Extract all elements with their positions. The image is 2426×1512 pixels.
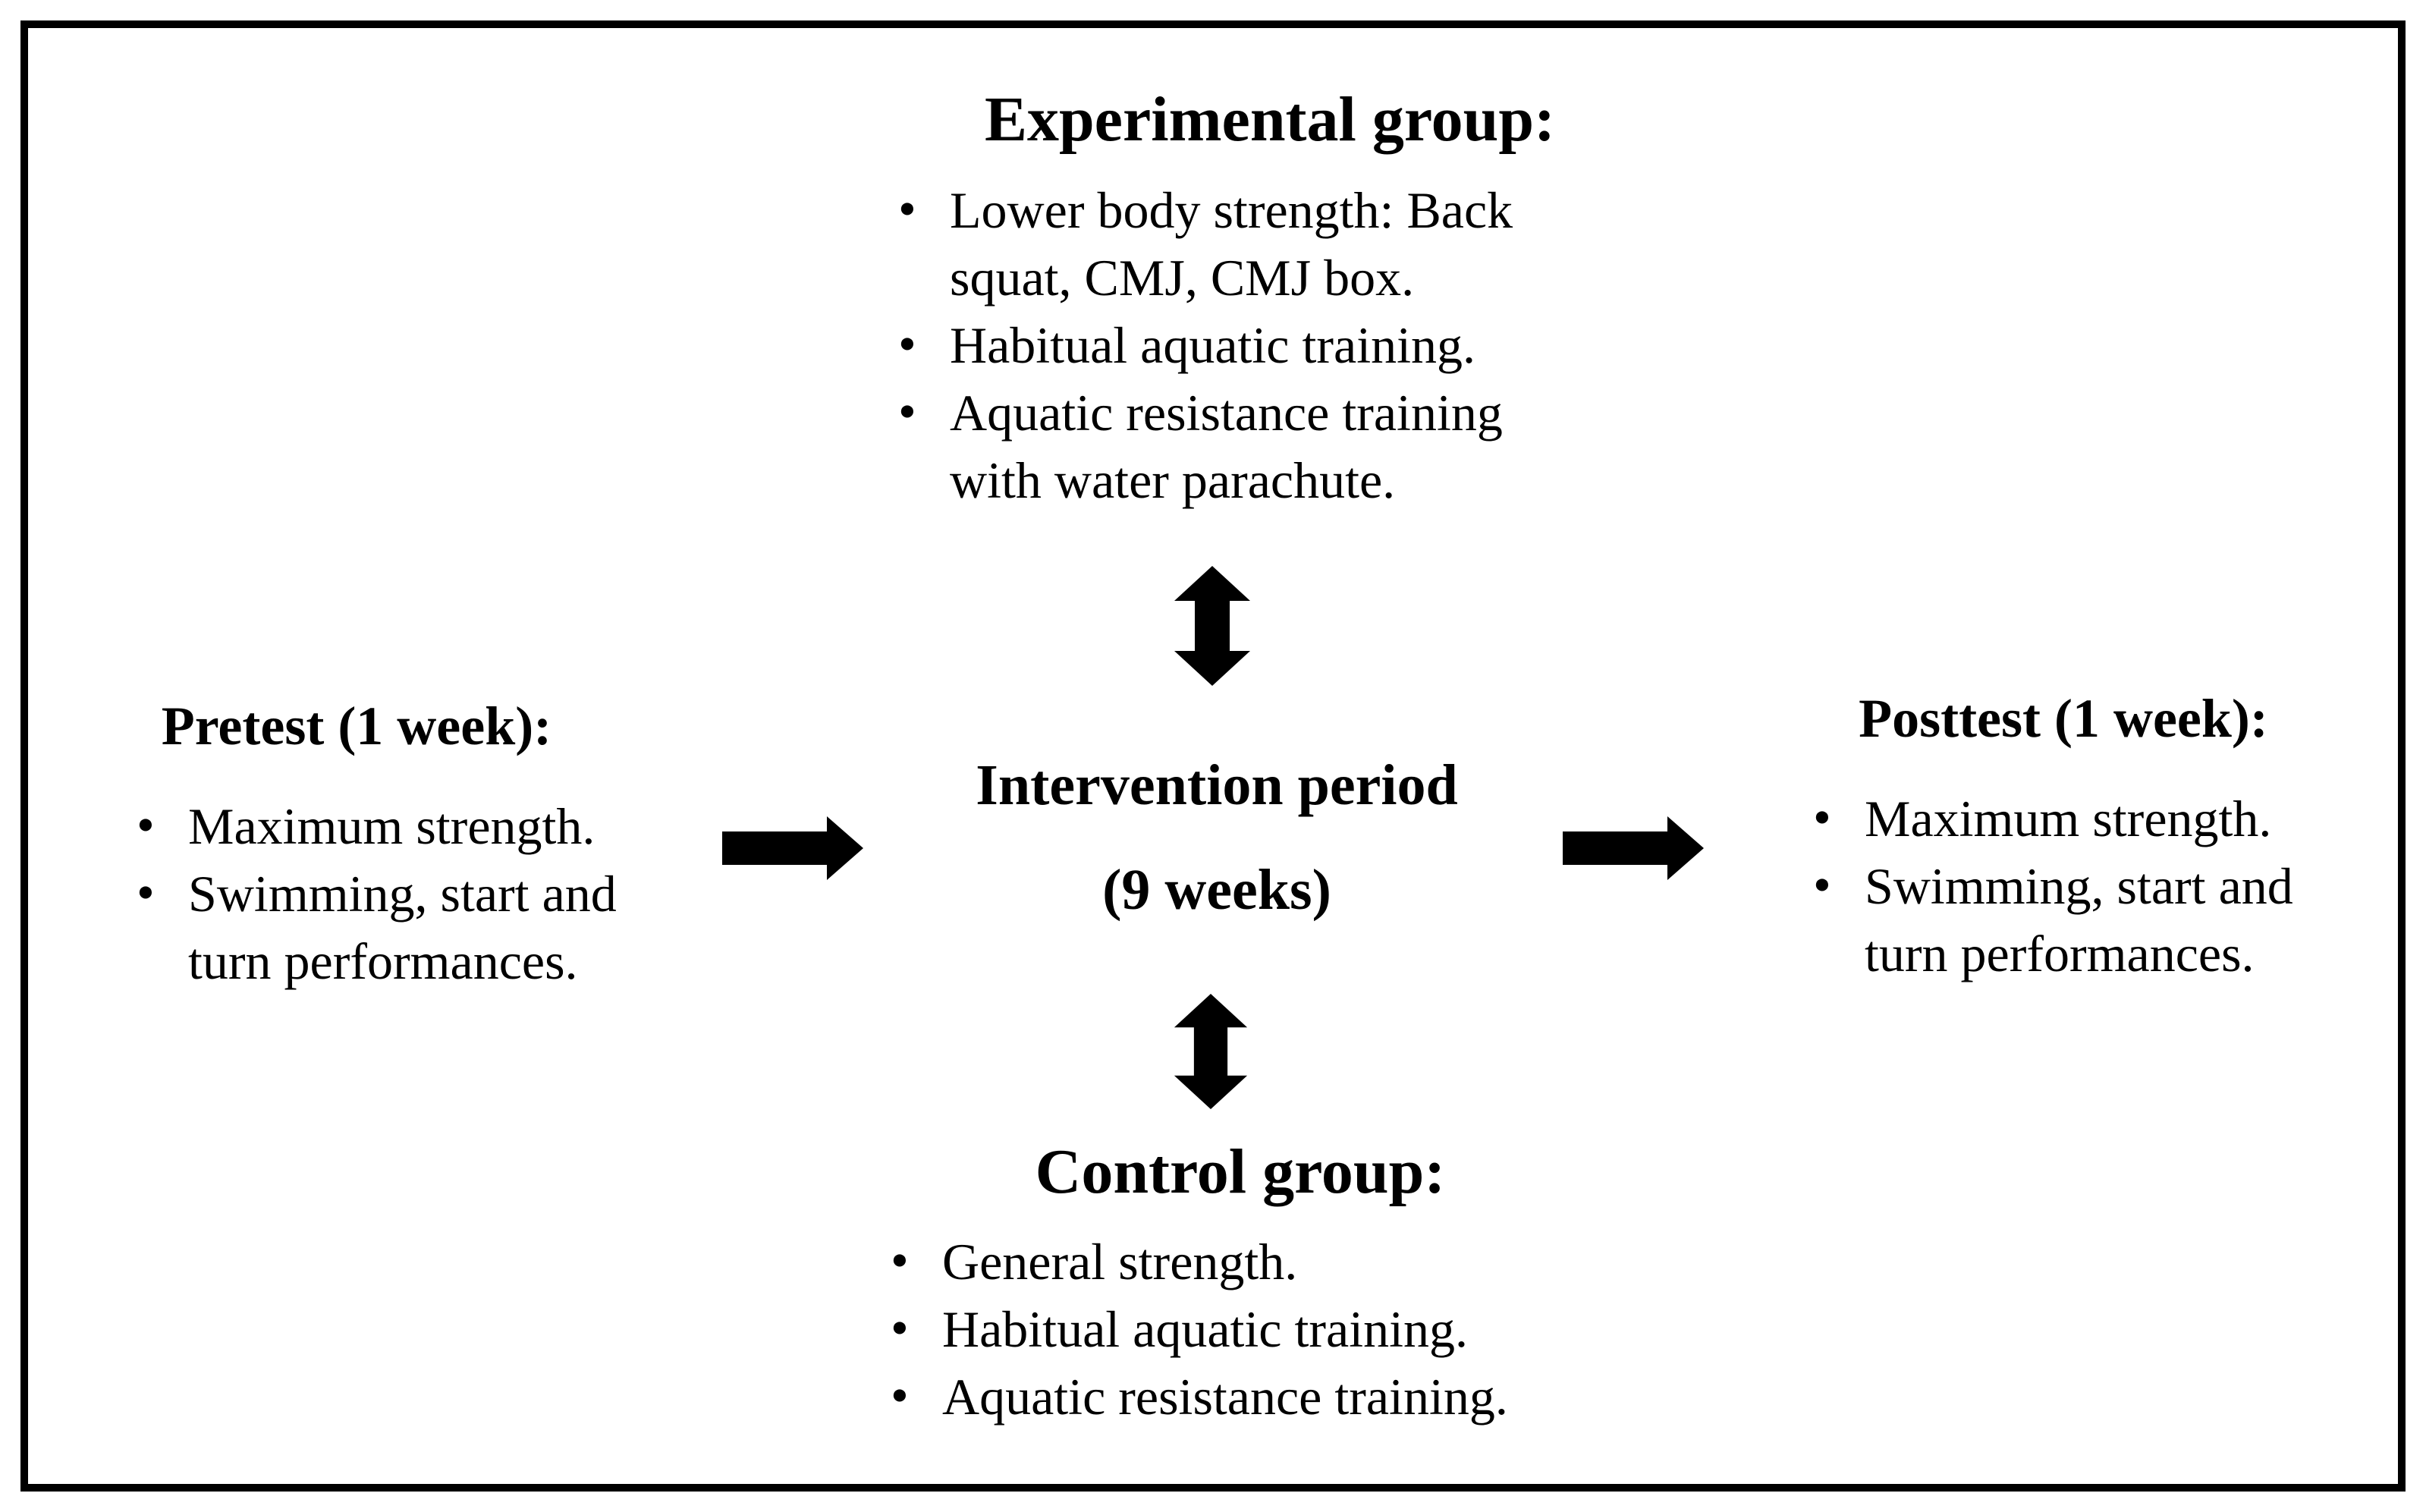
list-item: Maximum strength. <box>1766 784 2365 853</box>
pretest-list: Maximum strength. Swimming, start and tu… <box>90 791 681 995</box>
list-item: Swimming, start and turn performances. <box>90 859 681 995</box>
right-arrow-icon <box>1563 816 1704 880</box>
up-down-arrow-icon <box>1174 994 1248 1109</box>
experimental-group-list: Lower body strength: Back squat, CMJ, CM… <box>851 175 1579 514</box>
right-arrow-icon <box>722 816 863 880</box>
list-item: Habitual aquatic training. <box>844 1294 1572 1363</box>
pretest-heading: Pretest (1 week): <box>161 696 552 756</box>
intervention-period-title: Intervention period <box>976 753 1458 817</box>
list-item: Aquatic resistance training with water p… <box>851 378 1579 514</box>
control-group-list: General strength. Habitual aquatic train… <box>844 1227 1572 1431</box>
experimental-group-heading: Experimental group: <box>984 84 1556 155</box>
list-item: General strength. <box>844 1227 1572 1296</box>
intervention-period-block: Intervention period (9 weeks) <box>951 749 1482 926</box>
list-item: Maximum strength. <box>90 791 681 860</box>
list-item: Lower body strength: Back squat, CMJ, CM… <box>851 175 1579 312</box>
list-item: Habitual aquatic training. <box>851 310 1579 379</box>
up-down-arrow-icon <box>1174 566 1250 686</box>
list-item: Swimming, start and turn performances. <box>1766 851 2365 988</box>
posttest-heading: Posttest (1 week): <box>1859 688 2268 749</box>
posttest-list: Maximum strength. Swimming, start and tu… <box>1766 784 2365 988</box>
control-group-heading: Control group: <box>1035 1136 1446 1207</box>
list-item: Aquatic resistance training. <box>844 1362 1572 1431</box>
intervention-period-duration: (9 weeks) <box>1102 858 1331 922</box>
